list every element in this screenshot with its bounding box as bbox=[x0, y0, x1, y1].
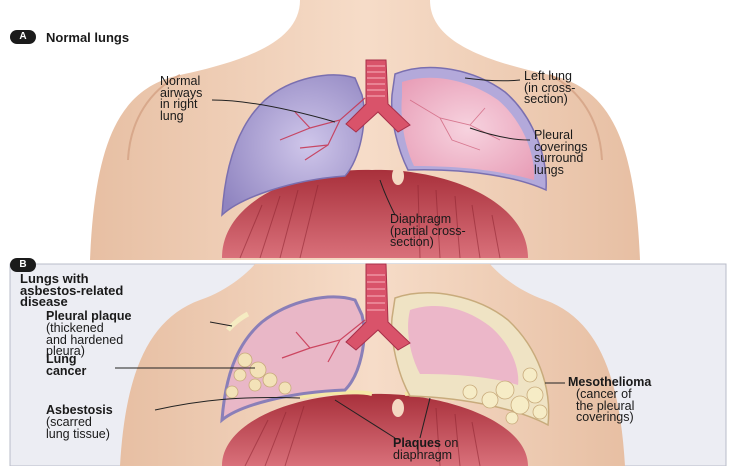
panel-a-title: Normal lungs bbox=[46, 30, 129, 45]
label-asbestosis-desc: (scarred lung tissue) bbox=[46, 417, 110, 440]
label-left-lung: Left lung (in cross- section) bbox=[524, 71, 575, 106]
label-lung-cancer: Lung cancer bbox=[46, 354, 86, 377]
label-pleural-coverings: Pleural coverings surround lungs bbox=[534, 130, 588, 176]
label-diaphragm: Diaphragm (partial cross- section) bbox=[390, 214, 466, 249]
label-mesothelioma-desc: (cancer of the pleural coverings) bbox=[576, 389, 634, 424]
panel-b-title: Lungs with asbestos-related disease bbox=[20, 273, 123, 308]
panel-a-badge: A bbox=[10, 30, 36, 44]
panel-b-badge: B bbox=[10, 258, 36, 272]
label-normal-airways: Normal airways in right lung bbox=[160, 76, 202, 122]
label-plaques-desc: diaphragm bbox=[393, 450, 452, 462]
